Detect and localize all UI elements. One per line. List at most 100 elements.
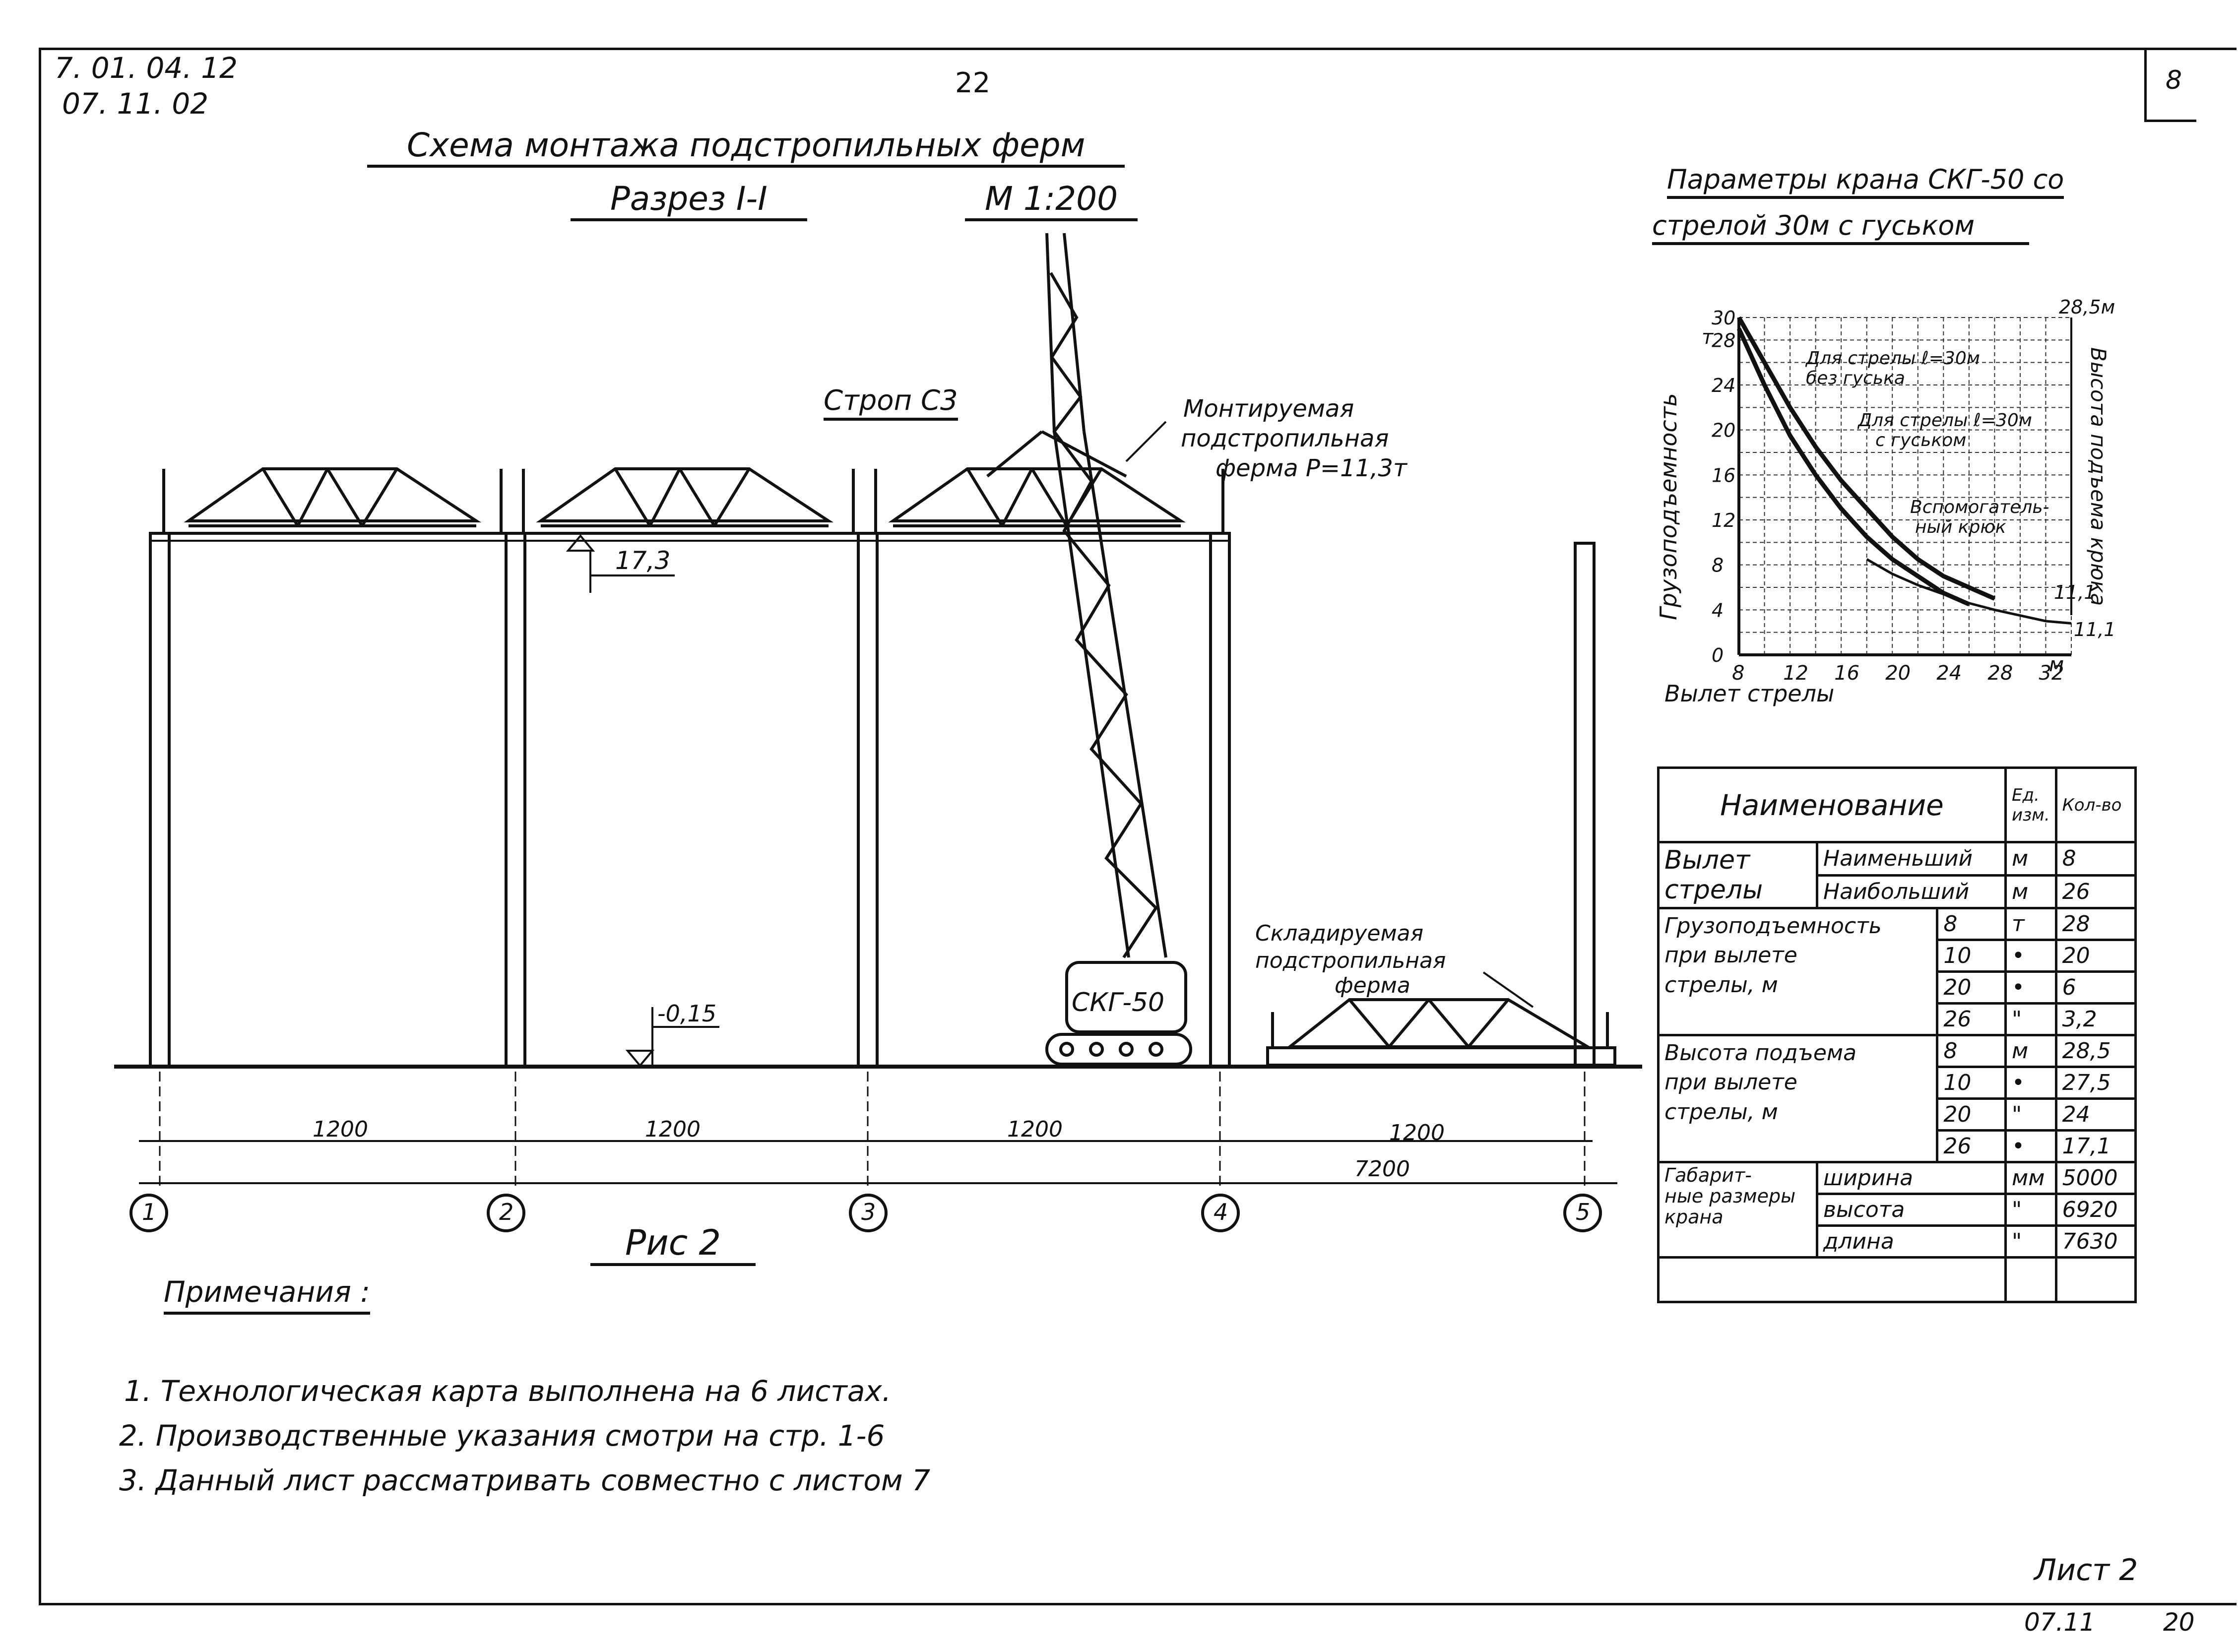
chart-ylabel-unit: т — [1702, 326, 1714, 349]
chart-annotation-3a: Вспомогатель- — [1910, 497, 2049, 517]
boom-max-value: 26 — [2054, 874, 2137, 909]
chart-annotation-2a: Для стрелы ℓ=30м — [1858, 410, 2032, 431]
notes-heading: Примечания : — [164, 1275, 370, 1315]
sheet-corner-number: 8 — [2166, 65, 2182, 95]
capacity-label: Грузоподъемность при вылете стрелы, м — [1657, 907, 1939, 1036]
axis-label-1: 1 — [142, 1199, 157, 1225]
note-3: 3. Данный лист рассматривать совместно с… — [119, 1463, 930, 1497]
height-reach: 10 — [1936, 1066, 2007, 1100]
stored-truss-label-1: Складируемая — [1255, 921, 1424, 946]
sheet-label: Лист 2 — [2034, 1553, 2138, 1588]
capacity-reach: 20 — [1936, 970, 2007, 1005]
axis-circle-3 — [849, 1194, 888, 1232]
dims-name: ширина — [1816, 1161, 2007, 1195]
mounted-truss-label-2: подстропильная — [1181, 425, 1389, 452]
elevation-top: 17,3 — [615, 546, 671, 575]
dims-value: 7630 — [2054, 1224, 2137, 1259]
dims-unit: мм — [2004, 1161, 2057, 1195]
chart-x-unit: м — [2049, 653, 2064, 676]
dims-name: высота — [1816, 1193, 2007, 1227]
table-row: 10 • 27,5 — [1659, 1066, 2137, 1100]
chart-title-line1: Параметры крана СКГ-50 со — [1667, 166, 2064, 199]
scale-label: М 1:200 — [965, 183, 1138, 221]
chart-title-line2: стрелой 30м с гуськом — [1652, 212, 2030, 245]
axis-label-2: 2 — [499, 1199, 514, 1225]
capacity-value: 28 — [2054, 907, 2137, 941]
capacity-unit: • — [2004, 939, 2057, 973]
doc-code-line2: 07. 11. 02 — [62, 87, 209, 121]
axis-label-5: 5 — [1576, 1199, 1591, 1225]
axis-label-3: 3 — [861, 1199, 876, 1225]
height-value: 24 — [2054, 1097, 2137, 1132]
note-1: 1. Технологическая карта выполнена на 6 … — [124, 1374, 892, 1408]
height-reach: 20 — [1936, 1097, 2007, 1132]
chart-y2-top-label: 28,5м — [2059, 296, 2115, 318]
chart-y-tick-label: 30 — [1712, 307, 1735, 329]
chart-y-tick-label: 28 — [1712, 329, 1735, 351]
axis-circle-1 — [129, 1194, 168, 1232]
height-label: Высота подъема при вылете стрелы, м — [1657, 1034, 1939, 1163]
height-value: 17,1 — [2054, 1129, 2137, 1163]
figure-caption: Рис 2 — [590, 1225, 756, 1266]
capacity-value: 3,2 — [2054, 1002, 2137, 1036]
chart-x-tick-label: 32 — [2039, 662, 2064, 685]
span-3: 1200 — [1007, 1117, 1063, 1142]
table-row: Габарит- ные размеры крана ширина мм 500… — [1657, 1161, 2137, 1259]
chart-annotation-3b: ный крюк — [1915, 517, 2006, 537]
axis-label-4: 4 — [1214, 1199, 1228, 1225]
chart-y-tick-label: 4 — [1712, 599, 1724, 621]
crane-label: СКГ-50 — [1072, 988, 1165, 1017]
dims-unit: " — [2004, 1193, 2057, 1227]
chart-x-tick-label: 16 — [1834, 662, 1859, 685]
elevation-ground: -0,15 — [657, 1000, 717, 1027]
chart-y-tick-label: 0 — [1712, 644, 1724, 666]
chart-series-line-2 — [1737, 316, 1996, 601]
table-row: длина " 7630 — [1659, 1224, 2137, 1259]
mounted-truss-label-1: Монтируемая — [1183, 395, 1354, 423]
height-unit: " — [2004, 1097, 2057, 1132]
table-row: 20 • 6 — [1659, 970, 2137, 1005]
table-row: 10 • 20 — [1659, 939, 2137, 973]
height-reach: 8 — [1936, 1034, 2007, 1068]
boom-min-unit: м — [2004, 841, 2057, 877]
section-title: Разрез I-I — [571, 183, 807, 221]
header-unit: Ед. изм. — [2004, 766, 2057, 843]
chart-x-tick-label: 8 — [1732, 662, 1744, 685]
chart-y-tick-label: 16 — [1712, 464, 1735, 486]
chart-x-tick-label: 28 — [1987, 662, 2013, 685]
table-row: 26 • 17,1 — [1659, 1129, 2137, 1163]
chart-ylabel: Грузоподъемность — [1655, 393, 1682, 620]
header-name: Наименование — [1657, 766, 2007, 843]
capacity-reach: 8 — [1936, 907, 2007, 941]
dims-name: длина — [1816, 1224, 2007, 1259]
table-row — [1657, 1256, 2137, 1303]
chart-annotation-1a: Для стрелы ℓ=30м — [1806, 348, 1980, 369]
table-row: Высота подъема при вылете стрелы, м 8 м … — [1657, 1034, 2137, 1163]
capacity-unit: т — [2004, 907, 2057, 941]
chart-annotation-2b: с гуськом — [1875, 430, 1967, 450]
table-row: 26 " 3,2 — [1659, 1002, 2137, 1036]
chart-y-tick-label: 8 — [1712, 555, 1724, 576]
stored-truss — [1266, 998, 1616, 1067]
truss-1 — [184, 467, 482, 527]
axis-circle-2 — [487, 1194, 525, 1232]
stored-truss-label-2: подстропильная — [1255, 948, 1446, 973]
chart-y-tick-label: 24 — [1712, 375, 1735, 396]
height-unit: м — [2004, 1034, 2057, 1068]
doc-code-line1: 7. 01. 04. 12 — [55, 51, 238, 85]
boom-min-label: Наименьший — [1816, 841, 2007, 877]
table-header-row: Наименование Ед. изм. Кол-во — [1657, 766, 2137, 843]
chart-x-tick-label: 20 — [1885, 662, 1911, 685]
dims-value: 6920 — [2054, 1193, 2137, 1227]
axis-circle-5 — [1563, 1194, 1602, 1232]
boom-max-unit: м — [2004, 874, 2057, 909]
drawing-title: Схема монтажа подстропильных ферм — [367, 129, 1125, 168]
table-row: высота " 6920 — [1659, 1193, 2137, 1227]
crane-parameters-table: Наименование Ед. изм. Кол-во Вылет стрел… — [1657, 766, 2137, 1303]
capacity-unit: " — [2004, 1002, 2057, 1036]
truss-2 — [536, 467, 834, 527]
span-4: 1200 — [1389, 1120, 1445, 1145]
table-row: Наибольший м 26 — [1659, 874, 2137, 909]
total-span: 7200 — [1354, 1156, 1410, 1182]
